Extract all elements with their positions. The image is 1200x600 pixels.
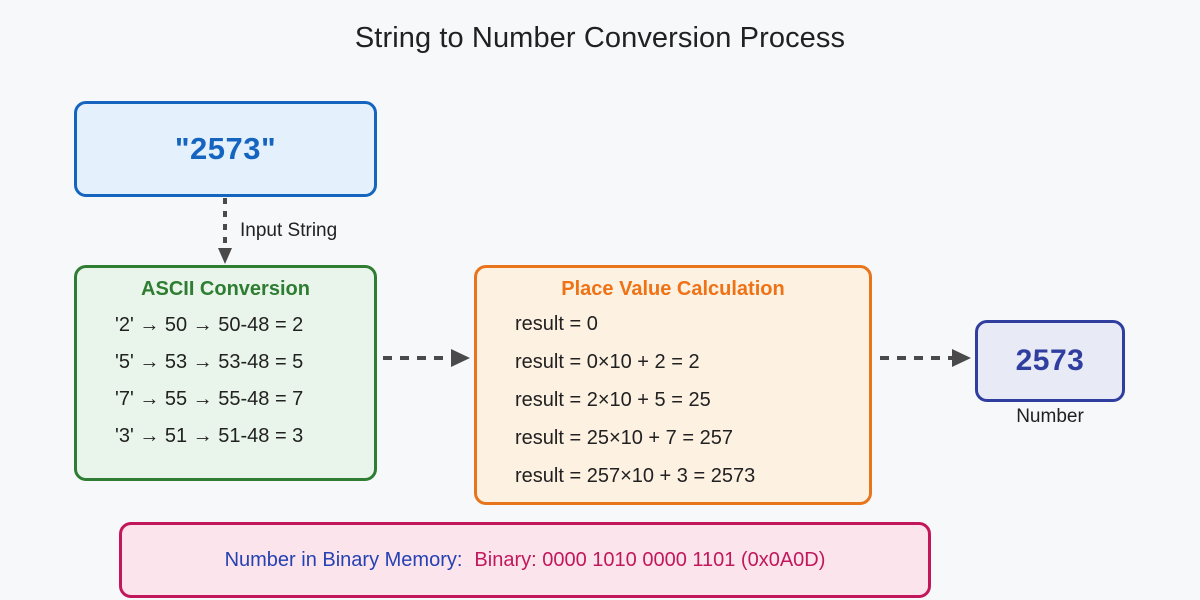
arrow-place-value-to-output [880, 349, 971, 367]
node-place-value-calculation[interactable]: Place Value Calculation result = 0 resul… [474, 265, 872, 505]
ascii-line: '3' → 51 → 51-48 = 3 [115, 425, 304, 447]
output-number-value: 2573 [1015, 344, 1085, 377]
arrow-input-to-ascii [218, 198, 232, 264]
node-input-string[interactable]: "2573" [74, 101, 377, 197]
node-output-number[interactable]: 2573 [975, 320, 1125, 402]
place-value-header: Place Value Calculation [561, 278, 785, 300]
ascii-line: '5' → 53 → 53-48 = 5 [115, 351, 304, 373]
ascii-line: '2' → 50 → 50-48 = 2 [115, 314, 304, 336]
output-number-caption: Number [1016, 406, 1084, 427]
place-value-line: result = 257×10 + 3 = 2573 [515, 465, 756, 487]
ascii-line: '7' → 55 → 55-48 = 7 [115, 388, 304, 410]
binary-memory-value: Binary: 0000 1010 0000 1101 (0x0A0D) [474, 548, 826, 571]
edge-label-input-string: Input String [240, 220, 338, 241]
place-value-line: result = 0 [515, 313, 598, 335]
input-string-value: "2573" [174, 131, 277, 166]
page-title: String to Number Conversion Process [354, 22, 846, 54]
binary-memory-label: Number in Binary Memory: [224, 548, 463, 571]
ascii-conversion-header: ASCII Conversion [141, 278, 310, 300]
arrow-ascii-to-place-value [383, 349, 470, 367]
place-value-line: result = 0×10 + 2 = 2 [515, 351, 700, 373]
node-ascii-conversion[interactable]: ASCII Conversion '2' → 50 → 50-48 = 2 '5… [74, 265, 377, 481]
node-binary-memory[interactable]: Number in Binary Memory: Binary: 0000 10… [119, 522, 931, 598]
place-value-line: result = 2×10 + 5 = 25 [515, 389, 711, 411]
place-value-line: result = 25×10 + 7 = 257 [515, 427, 733, 449]
